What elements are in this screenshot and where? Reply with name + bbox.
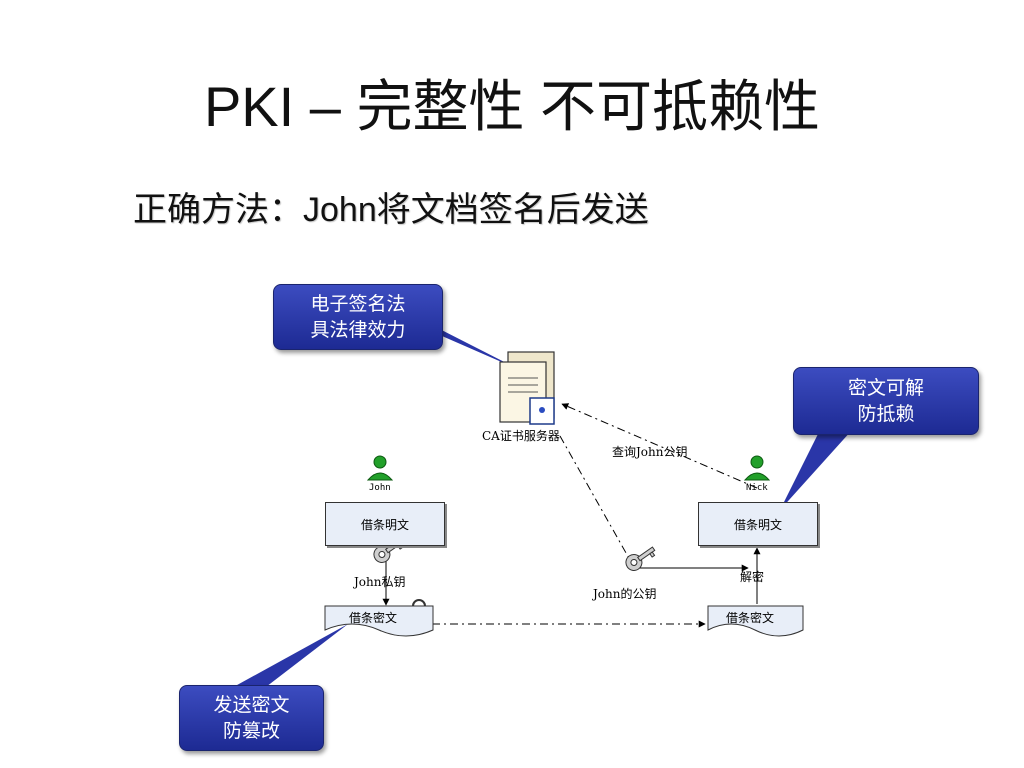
callout-line-1: 密文可解 [847, 377, 924, 399]
nick-user-icon [743, 455, 771, 481]
callout-right-pointer [780, 430, 852, 510]
ca-server-label: CA证书服务器 [482, 429, 560, 443]
decrypt-label: 解密 [740, 570, 765, 584]
callout-line-1: 电子签名法 [310, 293, 406, 315]
slide-title: PKI – 完整性 不可抵赖性 [203, 75, 821, 138]
slide-subtitle: 正确方法：John将文档签名后发送 [133, 191, 649, 229]
public-key-delivery-line [559, 435, 631, 561]
public-key-label: John的公钥 [593, 587, 657, 601]
query-public-key-label: 查询John公钥 [612, 445, 688, 459]
john-ciphertext-label: 借条密文 [349, 611, 398, 625]
john-cipher-document-shape [324, 605, 434, 637]
john-plaintext-box: 借条明文 [325, 502, 445, 546]
public-key-icon [625, 546, 656, 571]
callout-line-2: 防篡改 [222, 720, 280, 742]
john-user-icon [366, 455, 394, 481]
john-name-label: John [369, 483, 391, 493]
callout-line-2: 具法律效力 [310, 319, 406, 341]
nick-plaintext-box: 借条明文 [698, 502, 818, 546]
private-key-label: John私钥 [354, 575, 406, 589]
callout-top-left-pointer [418, 318, 520, 370]
callout-bottom-left-pointer [228, 624, 348, 690]
callout-e-signature-law: 电子签名法 具法律效力 [273, 284, 443, 350]
callout-line-1: 发送密文 [213, 694, 290, 716]
ca-server-icon [499, 351, 555, 425]
callout-tamper-proof: 发送密文 防篡改 [179, 685, 324, 751]
nick-name-label: Nick [746, 483, 768, 493]
callout-decryptable: 密文可解 防抵赖 [793, 367, 979, 435]
callout-line-2: 防抵赖 [857, 403, 915, 425]
nick-cipher-document-shape [707, 605, 804, 637]
nick-ciphertext-label: 借条密文 [726, 611, 775, 625]
